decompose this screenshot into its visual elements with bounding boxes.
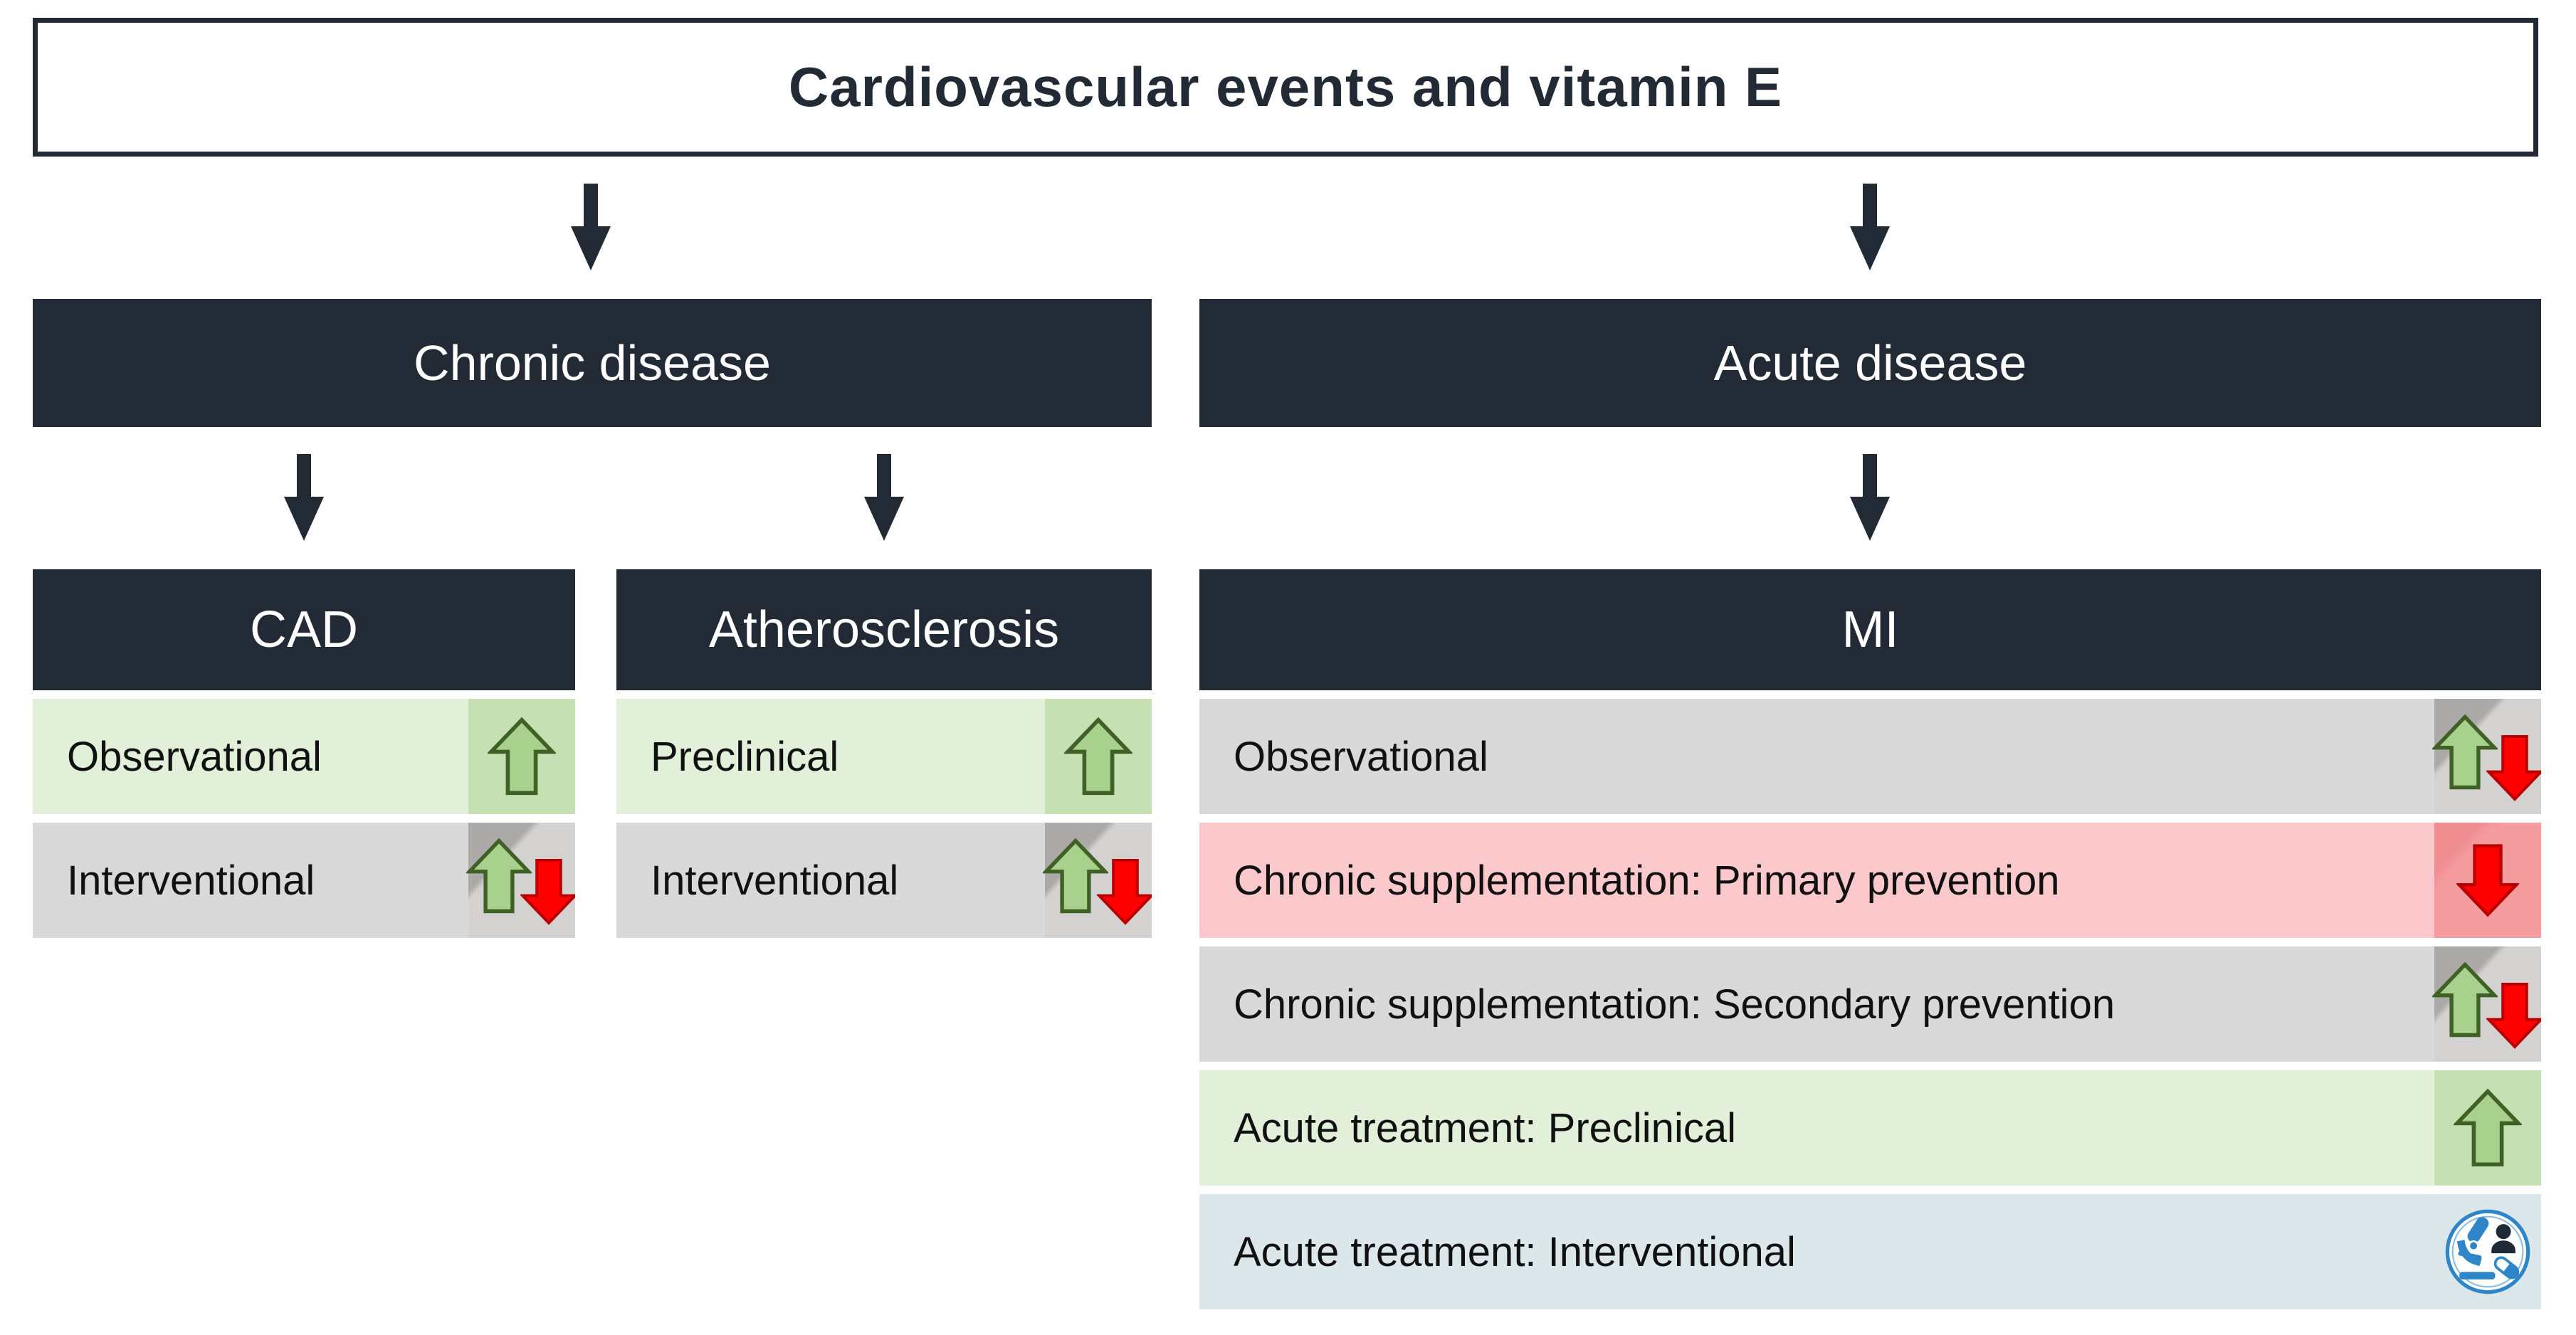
- row-indicator-cell: [2434, 1070, 2541, 1186]
- up-down-arrow-pair: [2432, 714, 2541, 801]
- row-label: Observational: [67, 733, 322, 780]
- page-title-box: Cardiovascular events and vitamin E: [33, 18, 2538, 157]
- row-label: Interventional: [651, 857, 899, 904]
- study-row: Observational: [33, 699, 575, 814]
- up-down-arrow-pair: [466, 838, 575, 925]
- row-indicator-cell: [2434, 1194, 2541, 1309]
- column-header-label: CAD: [249, 601, 358, 658]
- row-label: Preclinical: [651, 733, 839, 780]
- green-up-arrow-icon: [466, 838, 532, 914]
- branch-label: Chronic disease: [414, 335, 771, 391]
- row-indicator-cell: [1045, 699, 1152, 814]
- row-indicator-cell: [1043, 823, 1152, 938]
- study-row: Chronic supplementation: Primary prevent…: [1199, 823, 2541, 938]
- column-mi: MI Observational Chronic supplementation…: [1199, 569, 2541, 1309]
- column-atherosclerosis: Atherosclerosis Preclinical Intervention…: [616, 569, 1152, 938]
- down-arrow-icon: [1850, 454, 1890, 541]
- page-title: Cardiovascular events and vitamin E: [788, 56, 1783, 118]
- study-row: Acute treatment: Preclinical: [1199, 1070, 2541, 1186]
- row-label: Chronic supplementation: Secondary preve…: [1234, 981, 2115, 1028]
- up-down-arrow-pair: [2432, 961, 2541, 1049]
- up-down-arrow-pair: [1043, 838, 1152, 925]
- study-row: Acute treatment: Interventional: [1199, 1194, 2541, 1309]
- row-indicator-cell: [2432, 699, 2541, 814]
- study-row: Preclinical: [616, 699, 1152, 814]
- red-down-arrow-icon: [2456, 844, 2519, 917]
- column-header: MI: [1199, 569, 2541, 690]
- column-header: Atherosclerosis: [616, 569, 1152, 690]
- green-up-arrow-icon: [2432, 961, 2498, 1038]
- study-row: Interventional: [33, 823, 575, 938]
- green-up-arrow-icon: [2454, 1088, 2522, 1167]
- row-indicator-cell: [2434, 823, 2541, 938]
- clinical-trial-icon: [2445, 1209, 2530, 1294]
- green-up-arrow-icon: [488, 717, 556, 796]
- green-up-arrow-icon: [1043, 838, 1108, 914]
- row-label: Interventional: [67, 857, 315, 904]
- column-rows: Observational Interventional: [33, 699, 575, 938]
- row-label: Acute treatment: Interventional: [1234, 1228, 1796, 1275]
- study-row: Interventional: [616, 823, 1152, 938]
- column-header: CAD: [33, 569, 575, 690]
- row-label: Acute treatment: Preclinical: [1234, 1104, 1736, 1151]
- down-arrow-icon: [284, 454, 324, 541]
- red-down-arrow-icon: [520, 859, 575, 925]
- red-down-arrow-icon: [1097, 859, 1152, 925]
- column-rows: Preclinical Interventional: [616, 699, 1152, 938]
- branch-label: Acute disease: [1713, 335, 2027, 391]
- down-arrow-icon: [864, 454, 904, 541]
- row-indicator-cell: [466, 823, 575, 938]
- branch-box-chronic-disease: Chronic disease: [33, 299, 1152, 427]
- row-label: Observational: [1234, 733, 1488, 780]
- branch-box-acute-disease: Acute disease: [1199, 299, 2541, 427]
- green-up-arrow-icon: [2432, 714, 2498, 790]
- row-label: Chronic supplementation: Primary prevent…: [1234, 857, 2060, 904]
- column-rows: Observational Chronic supplementation: P…: [1199, 699, 2541, 1309]
- column-header-label: Atherosclerosis: [708, 601, 1060, 658]
- down-arrow-icon: [571, 184, 611, 270]
- column-header-label: MI: [1841, 601, 1899, 658]
- row-indicator-cell: [468, 699, 575, 814]
- study-row: Chronic supplementation: Secondary preve…: [1199, 946, 2541, 1062]
- column-cad: CAD Observational Interventional: [33, 569, 575, 938]
- red-down-arrow-icon: [2486, 983, 2541, 1049]
- study-row: Observational: [1199, 699, 2541, 814]
- down-arrow-icon: [1850, 184, 1890, 270]
- row-indicator-cell: [2432, 946, 2541, 1062]
- green-up-arrow-icon: [1064, 717, 1132, 796]
- red-down-arrow-icon: [2486, 735, 2541, 801]
